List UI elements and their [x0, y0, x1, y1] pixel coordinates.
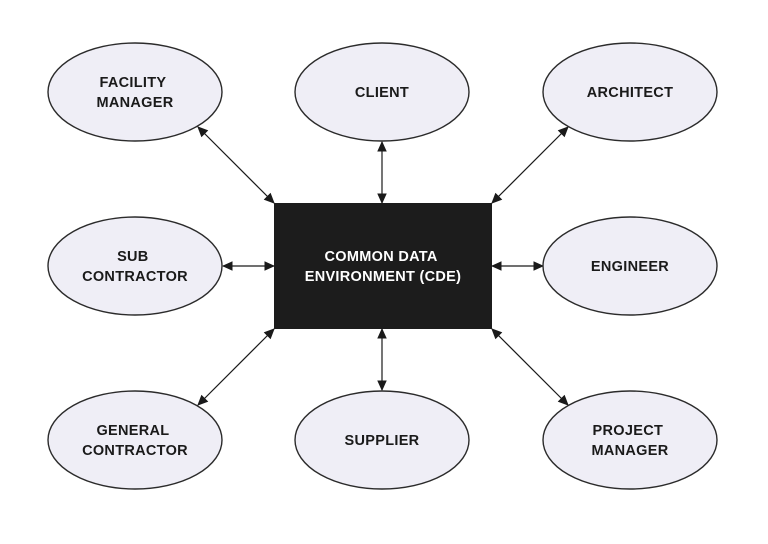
svg-text:COMMON DATA ENVIRONMENT: COMMON DATA ENVIRONMENT (CDE)	[305, 249, 462, 285]
node-label-line: CLIENT	[355, 85, 409, 101]
connector-architect	[491, 126, 569, 204]
svg-text:FACILITY MANAGER: FACILITY MANAGER	[96, 75, 173, 111]
node-engineer: ENGINEER	[542, 216, 718, 316]
center-label-line-1: COMMON DATA	[325, 249, 438, 265]
connector-facility-manager	[197, 126, 275, 204]
node-label-line: ENGINEER	[591, 259, 669, 275]
connector-general-contractor	[197, 328, 275, 406]
center-label-line-2: ENVIRONMENT (CDE)	[305, 269, 462, 285]
connector-project-manager	[491, 328, 569, 406]
node-label-line: FACILITY	[100, 75, 167, 91]
node-general-contractor: GENERAL CONTRACTOR	[47, 390, 223, 490]
node-label-line: MANAGER	[591, 443, 668, 459]
node-label-line: GENERAL	[96, 423, 169, 439]
node-architect: ARCHITECT	[542, 42, 718, 142]
node-label-line: PROJECT	[593, 423, 664, 439]
svg-text:PROJECT MANAGER: PROJECT MANAGER	[591, 423, 668, 459]
svg-text:GENERAL CONTRACTOR: GENERAL CONTRACTOR	[82, 423, 188, 459]
node-label-line: ARCHITECT	[587, 85, 673, 101]
node-sub-contractor: SUB CONTRACTOR	[47, 216, 223, 316]
node-supplier: SUPPLIER	[294, 390, 470, 490]
svg-text:SUB CONTRACTOR: SUB CONTRACTOR	[82, 249, 188, 285]
svg-text:SUPPLIER: SUPPLIER	[345, 433, 420, 449]
node-label-line: CONTRACTOR	[82, 443, 188, 459]
node-label-line: SUPPLIER	[345, 433, 420, 449]
svg-text:ARCHITECT: ARCHITECT	[587, 85, 673, 101]
cde-center-box: COMMON DATA ENVIRONMENT (CDE)	[274, 203, 492, 329]
node-label-line: SUB	[117, 249, 149, 265]
node-facility-manager: FACILITY MANAGER	[47, 42, 223, 142]
node-label-line: MANAGER	[96, 95, 173, 111]
node-client: CLIENT	[294, 42, 470, 142]
svg-text:CLIENT: CLIENT	[355, 85, 409, 101]
node-project-manager: PROJECT MANAGER	[542, 390, 718, 490]
node-label-line: CONTRACTOR	[82, 269, 188, 285]
svg-text:ENGINEER: ENGINEER	[591, 259, 669, 275]
connectors	[197, 126, 569, 406]
